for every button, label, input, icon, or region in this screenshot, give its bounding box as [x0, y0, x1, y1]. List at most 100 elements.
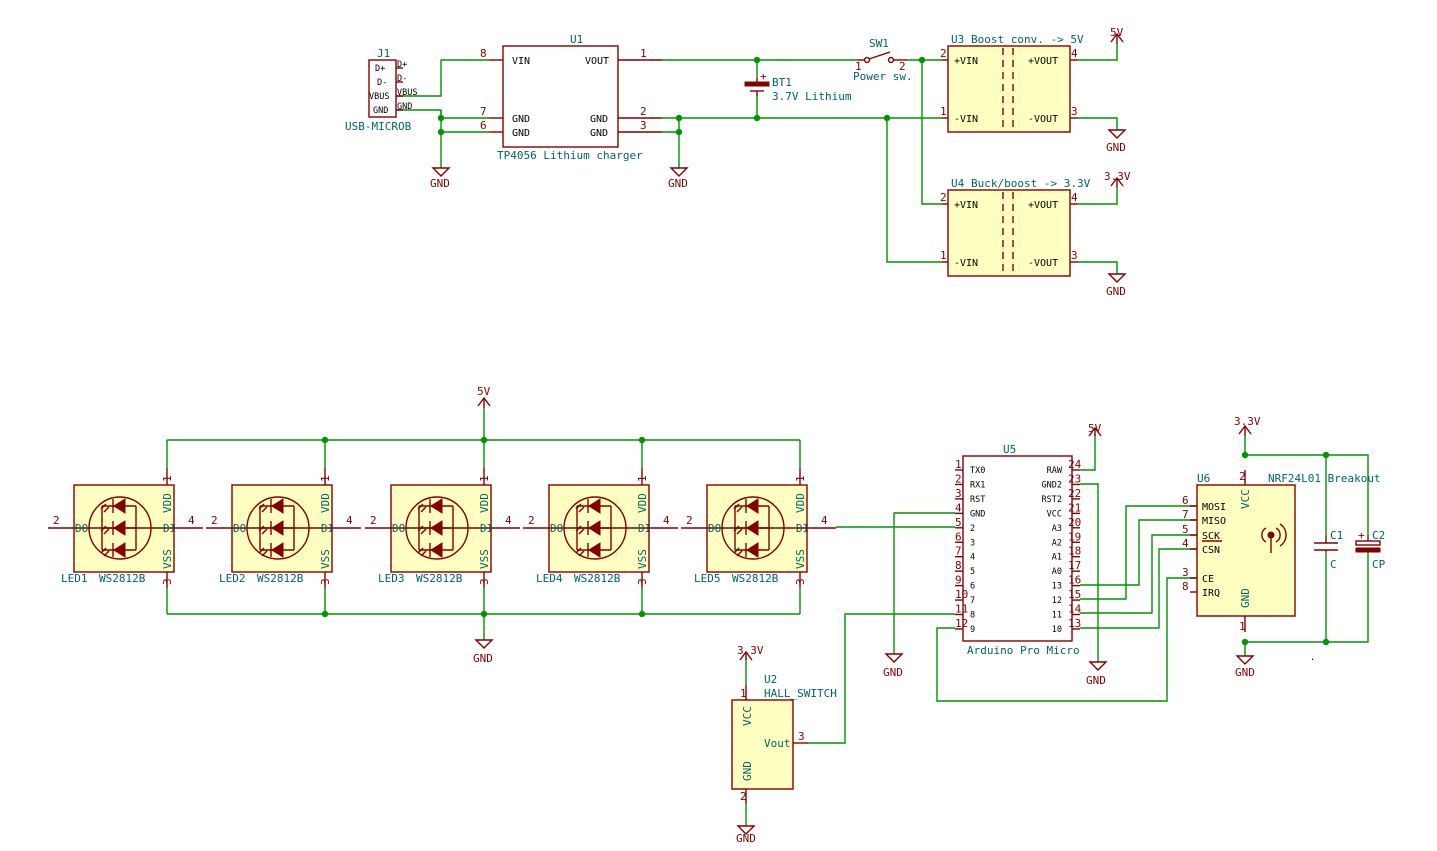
- pin-label-do: DO: [550, 522, 563, 535]
- svg-text:2: 2: [899, 60, 906, 73]
- vcc-symbol-arduino-5v: 5V: [1088, 422, 1102, 437]
- led-ref: LED5: [694, 572, 721, 585]
- svg-text:Boost conv. -> 5V: Boost conv. -> 5V: [971, 33, 1084, 46]
- pin-label: 8: [970, 611, 975, 621]
- led-value: WS2812B: [257, 572, 304, 585]
- power-switch-sw1[interactable]: SW1 1 2 Power sw.: [853, 37, 913, 83]
- pin-number: 13: [1068, 617, 1081, 630]
- svg-text:-VIN: -VIN: [954, 258, 978, 269]
- svg-text:VCC: VCC: [1239, 489, 1252, 509]
- pin-label: 11: [1052, 611, 1062, 621]
- pin-label-do: DO: [708, 522, 721, 535]
- svg-text:3: 3: [640, 119, 647, 132]
- boost-converter-u3: U3 Boost conv. -> 5V 2 1 4 3 +VIN -VIN +…: [940, 33, 1084, 133]
- pin-label-vdd: VDD: [636, 493, 649, 513]
- vcc-symbol-leds-5v: 5V: [477, 385, 491, 408]
- svg-text:3: 3: [1071, 249, 1078, 262]
- pin-label-vss: VSS: [478, 549, 491, 569]
- pin-number: 4: [955, 501, 962, 514]
- svg-text:GND: GND: [736, 832, 756, 845]
- svg-text:TP4056 Lithium charger: TP4056 Lithium charger: [497, 149, 643, 162]
- svg-text:3.3V: 3.3V: [737, 644, 764, 657]
- pin-label: 4: [970, 553, 975, 563]
- pin-number: 4: [663, 514, 670, 527]
- svg-text:2: 2: [1239, 470, 1246, 483]
- svg-text:C2: C2: [1372, 529, 1385, 542]
- pin-number: 19: [1068, 530, 1081, 543]
- gnd-symbol-u3: GND: [1106, 129, 1127, 154]
- svg-text:GND: GND: [397, 102, 412, 112]
- pin-number: 23: [1068, 472, 1081, 485]
- svg-text:SW1: SW1: [869, 37, 889, 50]
- rgb-diodes-icon: [74, 498, 174, 558]
- pin-number: 7: [1182, 508, 1189, 521]
- pin-label-vss: VSS: [794, 549, 807, 569]
- pin-label: 2: [970, 524, 975, 534]
- pin-label: CE: [1202, 574, 1214, 585]
- pin-label: MISO: [1202, 516, 1226, 527]
- svg-text:4: 4: [1071, 47, 1078, 60]
- svg-text:GND: GND: [473, 652, 493, 665]
- svg-text:U6: U6: [1197, 472, 1210, 485]
- svg-text:1: 1: [640, 47, 647, 60]
- svg-text:NRF24L01 Breakout: NRF24L01 Breakout: [1268, 472, 1381, 485]
- pin-label: GND: [970, 509, 985, 519]
- pin-label-di: DI: [796, 522, 809, 535]
- svg-text:GND: GND: [430, 177, 450, 190]
- led-ref: LED1: [61, 572, 88, 585]
- pin-label: A0: [1052, 567, 1062, 577]
- svg-text:2: 2: [940, 47, 947, 60]
- pin-number: 22: [1068, 487, 1081, 500]
- capacitor-c1: C1 C: [1314, 529, 1343, 571]
- svg-text:3.3V: 3.3V: [1234, 415, 1261, 428]
- pin-label: RAW: [1047, 466, 1063, 476]
- buck-boost-converter-u4: U4 Buck/boost -> 3.3V 2 1 4 3 +VIN -VIN …: [940, 177, 1091, 277]
- svg-text:Arduino Pro Micro: Arduino Pro Micro: [967, 644, 1080, 657]
- pin-number: 3: [478, 578, 491, 585]
- pin-label-vdd: VDD: [478, 493, 491, 513]
- svg-text:HALL_SWITCH: HALL_SWITCH: [764, 687, 837, 700]
- svg-text:8: 8: [480, 47, 487, 60]
- pin-label-di: DI: [638, 522, 651, 535]
- pin-label-di: DI: [321, 522, 334, 535]
- svg-text:GND: GND: [512, 114, 530, 125]
- pin-number: 20: [1068, 516, 1081, 529]
- led-ref: LED3: [378, 572, 405, 585]
- svg-text:+VIN: +VIN: [954, 56, 978, 67]
- svg-text:VOUT: VOUT: [585, 56, 609, 67]
- pin-number: 9: [955, 574, 962, 587]
- svg-text:D-: D-: [377, 78, 387, 88]
- svg-text:-VIN: -VIN: [954, 114, 978, 125]
- pin-number: 1: [161, 475, 174, 482]
- svg-text:GND: GND: [590, 128, 608, 139]
- pin-number: 21: [1068, 501, 1081, 514]
- vcc-symbol-u3-5v: 5V: [1110, 26, 1124, 44]
- led-value: WS2812B: [574, 572, 621, 585]
- svg-text:2: 2: [940, 191, 947, 204]
- svg-text:GND: GND: [373, 106, 388, 116]
- pin-label-di: DI: [480, 522, 493, 535]
- gnd-symbol-u1: GND: [668, 167, 689, 190]
- svg-text:GND: GND: [512, 128, 530, 139]
- svg-text:USB-MICROB: USB-MICROB: [345, 120, 412, 133]
- pin-number: 14: [1068, 603, 1082, 616]
- pin-number: 4: [346, 514, 353, 527]
- vcc-symbol-u4-3v3: 3.3V: [1104, 170, 1131, 188]
- pin-number: 1: [478, 475, 491, 482]
- pin-number: 5: [955, 516, 962, 529]
- svg-text:-VOUT: -VOUT: [1028, 258, 1058, 269]
- svg-text:3: 3: [1071, 105, 1078, 118]
- svg-text:GND: GND: [883, 666, 903, 679]
